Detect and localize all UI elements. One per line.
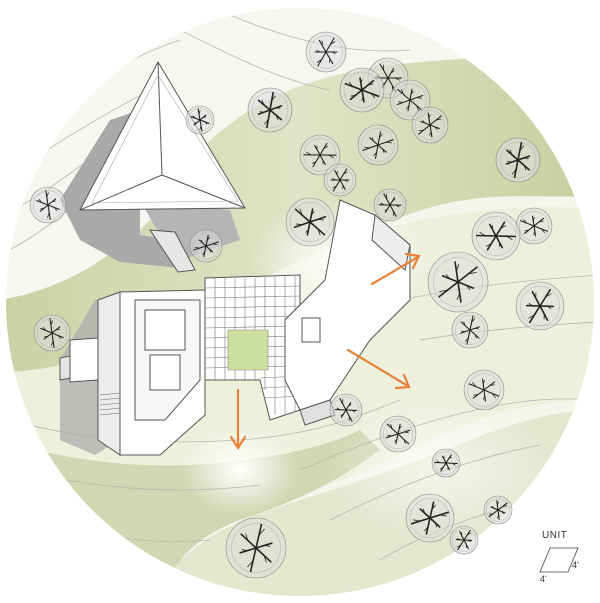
tree-icon [449,525,479,555]
scale-key [539,547,579,573]
tree-icon [339,67,385,113]
tree-icon [225,517,287,579]
tree-icon [379,415,417,453]
tree-icon [495,137,541,183]
scale-key-unit-square [539,547,579,573]
tree-icon [29,186,67,224]
arrow-south-view [229,388,247,451]
tree-icon [451,311,489,349]
view-arrows [229,252,421,451]
tree-icon [515,207,553,245]
tree-icon [185,105,215,135]
tree-icon [463,369,505,411]
stairs [99,392,121,416]
scale-key-label: UNIT [542,530,568,541]
house-building [59,199,411,456]
tree-icon [189,229,223,263]
pyramid-roof [79,60,246,211]
scale-key-dimension-a: 4' [572,560,579,570]
tree-icon [411,106,449,144]
tree-icon [431,448,461,478]
scale-key-dimension-b: 4' [540,574,547,584]
tree-icon [427,251,489,313]
tree-icon [471,211,521,261]
courtyard-lawn [227,329,269,371]
tree-icon [329,393,363,427]
tree-icon [305,31,347,73]
tree-icon [405,493,455,543]
tree-icon [299,134,341,176]
tree-icon [247,87,293,133]
tree-icon [373,188,407,222]
tree-icon [33,314,71,352]
arrow-east-view [346,348,411,390]
tree-group [29,31,565,579]
arrow-northeast-view-1 [370,252,421,286]
tree-icon [357,124,399,166]
tree-icon [515,281,565,331]
tree-icon [323,163,357,197]
tree-icon [285,197,335,247]
tree-icon [483,495,513,525]
